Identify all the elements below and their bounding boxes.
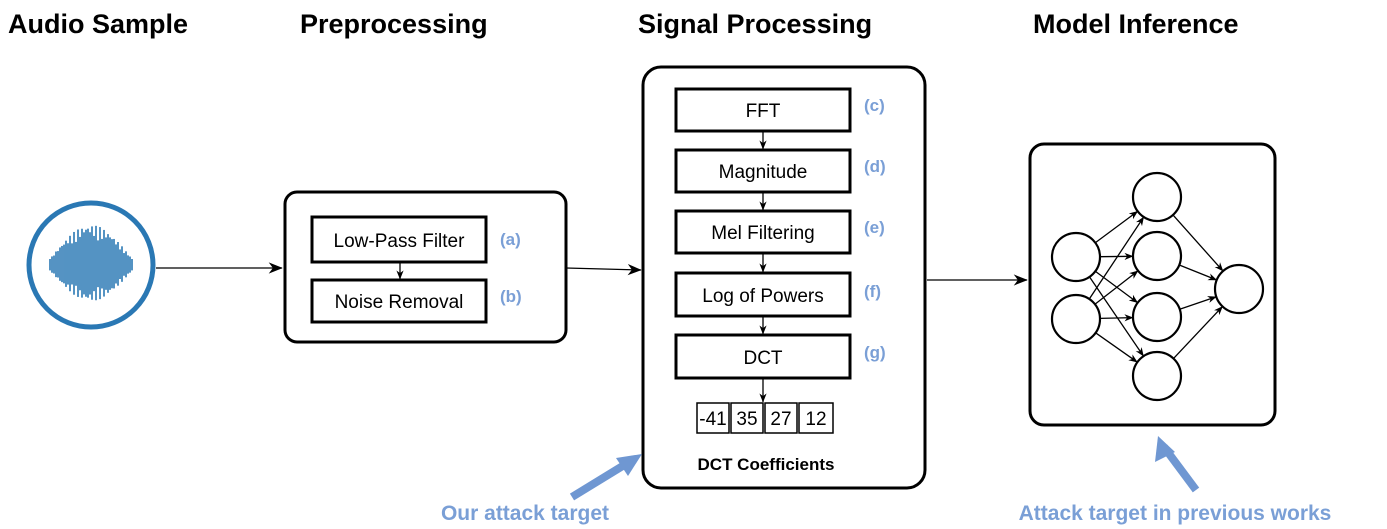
tag-d: (d) [864,157,886,176]
coefficient-value: 27 [770,409,791,430]
arrow-preprocessing-to-signal [565,264,642,276]
tag-g: (g) [864,343,886,362]
input-node [1050,293,1102,345]
tag-e: (e) [864,218,885,237]
network-edge [1095,332,1138,363]
coefficient-cell [798,402,834,434]
hidden-node [1131,350,1183,402]
coefficient-cell [764,402,798,434]
our-attack-target-arrowhead [616,454,642,476]
heading-preprocessing: Preprocessing [300,9,488,39]
tag-a: (a) [500,230,521,249]
tag-c: (c) [864,96,885,115]
network-edge [1179,264,1218,281]
model-inference-panel [1028,142,1277,427]
network-edge [1088,276,1145,357]
coefficient-value: -41 [699,409,726,430]
magnitude-box [674,148,852,194]
low-pass-filter-label: Low-Pass Filter [334,231,466,252]
network-edge [1172,214,1224,272]
noise-removal-box [310,278,488,324]
neural-network-icon [1050,171,1265,402]
dct-coefficients-label: DCT Coefficients [698,455,835,474]
tag-b: (b) [500,287,522,306]
coefficient-cell [730,402,764,434]
network-edge [1088,216,1145,300]
heading-signal-processing: Signal Processing [638,9,872,39]
mel-filtering-label: Mel Filtering [711,223,814,244]
heading-model-inference: Model Inference [1033,9,1239,39]
our-attack-target-label: Our attack target [441,502,609,525]
waveform-icon [26,200,156,330]
heading-audio-sample: Audio Sample [8,9,188,39]
network-edge [1094,210,1139,244]
log-of-powers-box [674,271,852,318]
magnitude-label: Magnitude [719,162,808,183]
previous-attack-target-arrowhead [1155,436,1175,462]
tag-f: (f) [864,282,881,301]
output-node [1213,263,1265,315]
network-edge [1172,306,1224,359]
noise-removal-label: Noise Removal [335,292,464,313]
dct-box [674,333,852,380]
previous-attack-target-label: Attack target in previous works [1019,502,1332,525]
dct-label: DCT [743,348,782,369]
coefficient-value: 12 [805,409,826,430]
fft-label: FFT [746,101,781,122]
hidden-node [1131,171,1183,223]
input-node [1050,231,1102,283]
hidden-node [1131,230,1183,282]
log-of-powers-label: Log of Powers [702,286,823,307]
network-edge [1179,296,1217,310]
coefficient-value: 35 [736,409,757,430]
coefficient-cell [696,402,730,434]
low-pass-filter-box [310,215,488,264]
network-edge [1094,270,1139,305]
hidden-node [1131,291,1183,343]
network-edge [1099,314,1134,322]
